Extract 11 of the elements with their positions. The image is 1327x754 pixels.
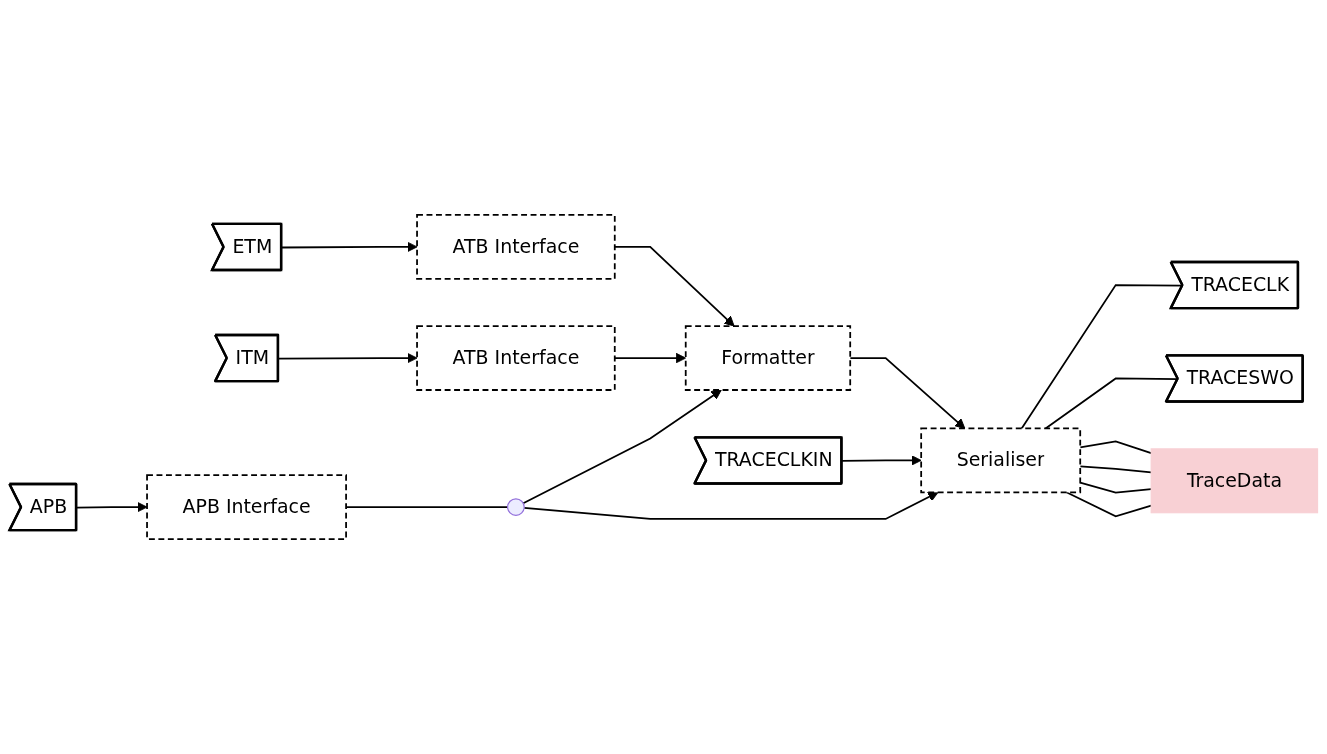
arrow [522, 389, 722, 505]
arrow [277, 352, 418, 364]
arrow [523, 491, 939, 520]
node-circle [507, 498, 525, 516]
arrow [841, 455, 922, 466]
node-box: ATB Interface [416, 325, 616, 391]
node-box: Formatter [684, 325, 852, 391]
node-box: TraceData [1150, 448, 1319, 514]
node-box: Serialiser [920, 427, 1082, 494]
node-box: APB Interface [146, 474, 347, 540]
node-box: ATB Interface [416, 214, 616, 280]
